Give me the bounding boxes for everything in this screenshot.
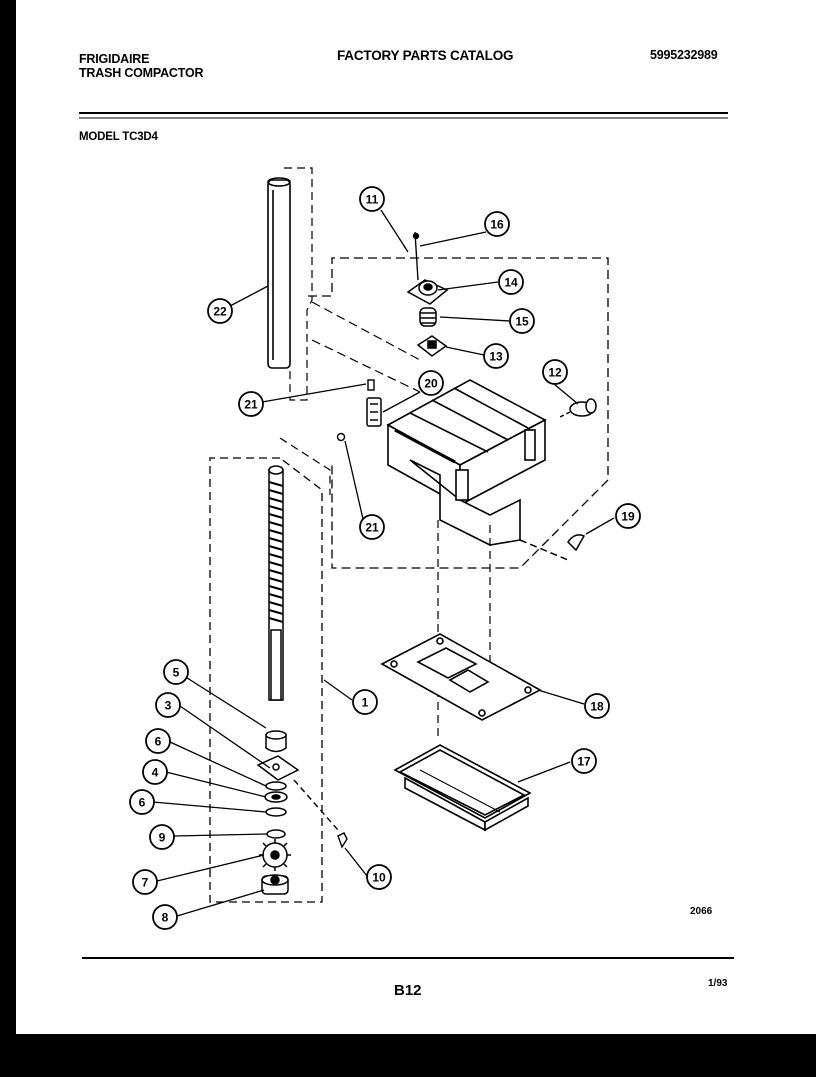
- part-16-screw: [412, 231, 420, 281]
- callout-22: 22: [207, 298, 233, 324]
- catalog-number: 5995232989: [650, 48, 718, 62]
- leader-lines: [152, 209, 615, 917]
- part-12-knob: [557, 398, 597, 419]
- part-18-mounting-plate: [380, 633, 542, 721]
- drawing-number: 2066: [690, 906, 713, 917]
- part-4-bearing: [264, 791, 288, 803]
- catalog-sheet: [16, 0, 816, 1034]
- part-10-screw: [293, 779, 348, 849]
- revision-date: 1/93: [708, 978, 728, 989]
- svg-text:7: 7: [142, 876, 149, 890]
- callout-1: 1: [352, 689, 378, 715]
- svg-text:3: 3: [165, 699, 172, 713]
- svg-text:18: 18: [590, 700, 604, 714]
- callout-6-upper: 6: [145, 728, 171, 754]
- part-13-plate: [416, 335, 448, 357]
- svg-text:17: 17: [577, 755, 591, 769]
- part-20-bracket: [366, 397, 382, 427]
- part-19-clip: [519, 534, 586, 561]
- svg-text:9: 9: [159, 831, 166, 845]
- svg-text:10: 10: [372, 871, 386, 885]
- part-1-power-screw: [268, 465, 284, 701]
- page-number: B12: [394, 982, 422, 999]
- svg-text:21: 21: [244, 398, 258, 412]
- callout-10: 10: [366, 864, 392, 890]
- svg-text:15: 15: [515, 315, 529, 329]
- svg-text:4: 4: [152, 766, 159, 780]
- callout-20: 20: [418, 370, 444, 396]
- svg-text:12: 12: [548, 366, 562, 380]
- svg-text:21: 21: [365, 521, 379, 535]
- callout-3: 3: [155, 692, 181, 718]
- part-17-tray: [393, 744, 532, 832]
- callout-14: 14: [498, 269, 524, 295]
- part-21-screw-upper: [367, 379, 375, 391]
- part-5-nut: [265, 730, 287, 753]
- model-label: MODEL TC3D4: [79, 131, 158, 143]
- callout-15: 15: [509, 308, 535, 334]
- callout-5: 5: [163, 659, 189, 685]
- brand-name: FRIGIDAIRE: [79, 52, 150, 66]
- part-6-washer-upper: [265, 781, 287, 791]
- part-22-tube: [267, 177, 291, 369]
- svg-text:6: 6: [139, 796, 146, 810]
- svg-text:11: 11: [366, 193, 379, 207]
- callout-8: 8: [152, 904, 178, 930]
- callout-6-lower: 6: [129, 789, 155, 815]
- callout-21-lower: 21: [359, 514, 385, 540]
- svg-text:20: 20: [424, 377, 438, 391]
- svg-text:16: 16: [490, 218, 504, 232]
- part-15-gear: [419, 307, 437, 327]
- part-11-gearbox-frame: [386, 379, 547, 546]
- part-21-screw-lower: [336, 432, 346, 442]
- callout-7: 7: [132, 869, 158, 895]
- callout-12: 12: [542, 359, 568, 385]
- svg-text:13: 13: [489, 350, 503, 364]
- svg-text:22: 22: [213, 305, 227, 319]
- svg-text:6: 6: [155, 735, 162, 749]
- svg-text:5: 5: [173, 666, 180, 680]
- part-3-bracket: [256, 755, 300, 781]
- svg-text:1: 1: [362, 696, 369, 710]
- callout-4: 4: [142, 759, 168, 785]
- part-6-washer-lower: [265, 807, 287, 817]
- part-8-bearing: [261, 874, 289, 895]
- callout-18: 18: [584, 693, 610, 719]
- part-7-sprocket: [259, 839, 291, 871]
- callout-19: 19: [615, 503, 641, 529]
- part-9-washer: [266, 829, 286, 839]
- callout-9: 9: [149, 824, 175, 850]
- product-name: TRASH COMPACTOR: [79, 66, 204, 80]
- callout-11: 11: [359, 186, 385, 212]
- svg-text:14: 14: [504, 276, 518, 290]
- callout-16-top: 16: [484, 211, 510, 237]
- svg-text:8: 8: [162, 911, 169, 925]
- part-14-bearing-plate: [406, 279, 449, 305]
- callout-17: 17: [571, 748, 597, 774]
- catalog-title: FACTORY PARTS CATALOG: [337, 48, 514, 63]
- callout-21-upper: 21: [238, 391, 264, 417]
- callout-13: 13: [483, 343, 509, 369]
- svg-text:19: 19: [621, 510, 635, 524]
